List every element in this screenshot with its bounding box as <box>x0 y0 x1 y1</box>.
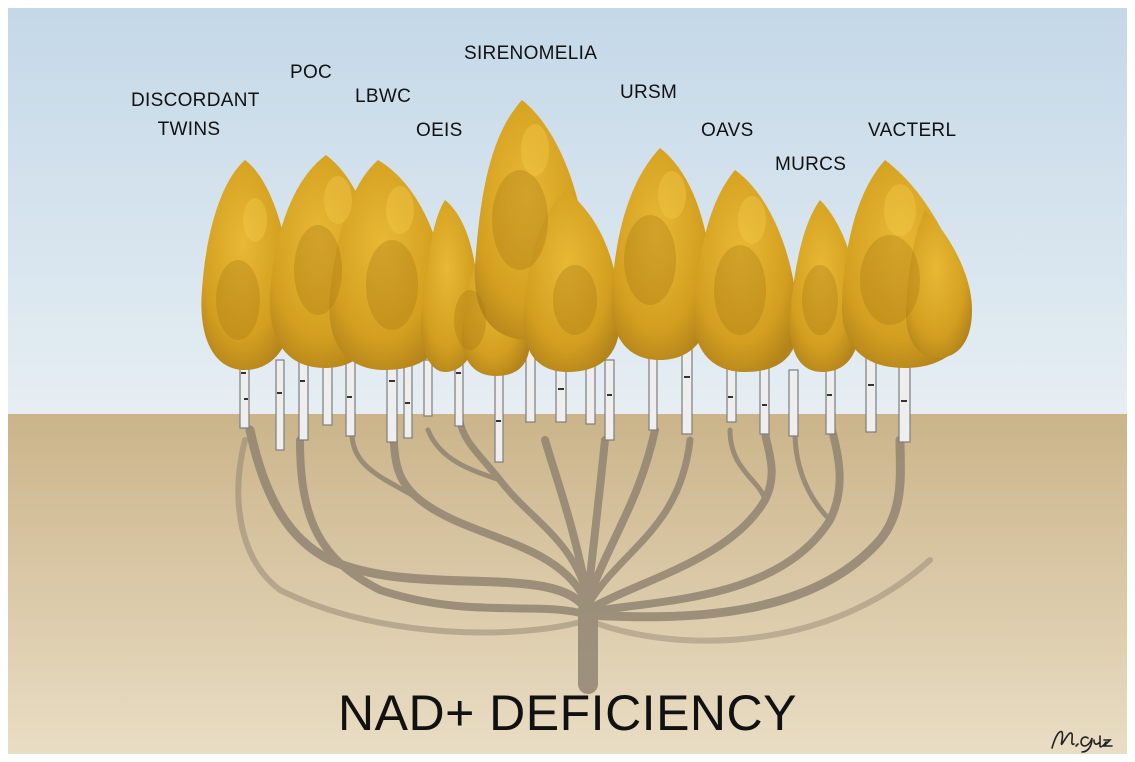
title: NAD+ DEFICIENCY <box>0 684 1135 742</box>
label-oavs: OAVS <box>701 116 754 145</box>
label-discordant-twins-line2: TWINS <box>131 115 247 144</box>
label-ursm: URSM <box>620 78 677 107</box>
artist-signature <box>1048 724 1122 754</box>
label-discordant-twins-line1: DISCORDANT <box>131 86 247 115</box>
label-sirenomelia: SIRENOMELIA <box>464 39 597 68</box>
label-murcs: MURCS <box>775 150 846 179</box>
label-oeis: OEIS <box>416 116 463 145</box>
label-lbwc: LBWC <box>355 82 411 111</box>
label-poc: POC <box>290 58 332 87</box>
label-vacterl: VACTERL <box>868 116 956 145</box>
label-discordant-twins: DISCORDANT TWINS <box>131 86 247 144</box>
